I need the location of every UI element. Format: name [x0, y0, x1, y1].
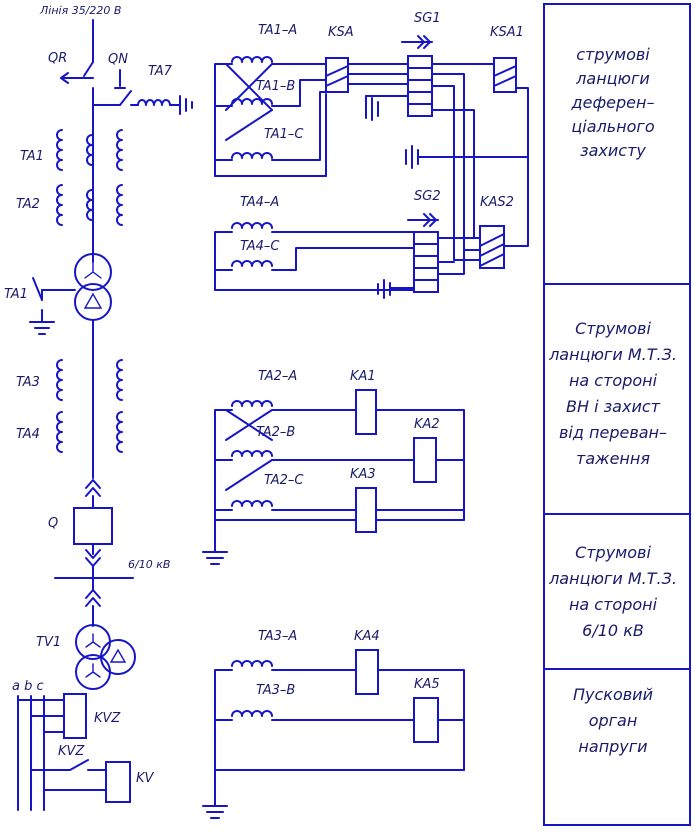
breaker-q [73, 507, 113, 545]
ta7-label: TA7 [148, 64, 173, 79]
kv-relay [105, 761, 131, 803]
ka3-label: KA3 [350, 467, 376, 482]
block4-line1: Пусковий [573, 685, 653, 704]
sg1-terminal-block [407, 55, 433, 117]
block2-line3: на стороні [569, 371, 658, 390]
block4-line3: напруги [578, 737, 647, 756]
block3-line3: на стороні [569, 595, 658, 614]
ta3a-coil [231, 660, 273, 667]
ta2a-label: TA2–A [258, 369, 297, 384]
ta1c-label: TA1–C [264, 127, 304, 142]
line-label: Лінія 35/220 В [39, 4, 121, 17]
ka5-label: KA5 [414, 677, 440, 692]
qr-switch-blade [83, 61, 94, 77]
ta1-neutral-label: TA1 [4, 287, 28, 302]
ka4-relay [355, 649, 379, 695]
ta2a-coil [231, 400, 273, 407]
ta2b-coil [231, 450, 273, 457]
ta4a-label: TA4–A [240, 195, 279, 210]
block2-line1: Струмові [575, 319, 651, 338]
block3-line2: ланцюги М.Т.З. [548, 569, 677, 588]
kvz-relay [63, 693, 87, 739]
bus-label: 6/10 кВ [128, 558, 170, 571]
block3-line4: 6/10 кВ [582, 621, 644, 640]
ta1a-coil [231, 56, 273, 63]
block2-line4: ВН і захист [566, 397, 661, 416]
tv1-label: TV1 [36, 635, 61, 650]
tv1-winding-2 [100, 639, 136, 675]
kvz-label: KVZ [94, 711, 121, 726]
ta1c-coil [231, 152, 273, 159]
ta3-label: TA3 [16, 375, 40, 390]
sg2-terminal-block [413, 231, 439, 293]
mtz-hv-circuits: TA2–A TA2–B TA2–C KA1 KA2 KA3 [202, 369, 465, 565]
ka2-relay [413, 437, 437, 483]
qr-label: QR [48, 51, 67, 66]
block2-line5: від переван– [559, 423, 667, 442]
ka5-relay [413, 697, 439, 743]
ka3-relay [355, 487, 377, 533]
block1-line5: захисту [580, 141, 646, 160]
ta2c-label: TA2–C [264, 473, 304, 488]
kvz-contact-label: KVZ [58, 744, 85, 759]
ta1b-label: TA1–B [256, 79, 295, 94]
ta1-ta2-coils [56, 129, 123, 226]
ta4c-coil [231, 260, 273, 267]
qn-label: QN [108, 52, 128, 67]
ta1a-label: TA1–A [258, 23, 297, 38]
block1-line2: ланцюги [575, 69, 650, 88]
block-frame-4 [543, 668, 691, 826]
ta7-coil [137, 99, 171, 106]
ta3b-coil [231, 710, 273, 717]
sg1-label: SG1 [414, 11, 441, 26]
ka1-relay [355, 389, 377, 435]
ta1b-coil [231, 98, 273, 105]
ta4c-label: TA4–C [240, 239, 280, 254]
tv1-winding-3 [75, 654, 111, 690]
differential-circuits: TA1–A TA1–B TA1–C KSA SG1 [214, 11, 529, 299]
ksa1-label: KSA1 [490, 25, 524, 40]
ka1-label: KA1 [350, 369, 376, 384]
main-one-line: Лінія 35/220 В QR QN TA7 TA1 TA2 [4, 4, 193, 811]
block1-line4: ціального [571, 117, 654, 136]
block2-line2: ланцюги М.Т.З. [548, 345, 677, 364]
ta2c-coil [231, 500, 273, 507]
ta3b-label: TA3–B [256, 683, 295, 698]
title-blocks: струмові ланцюги деферен– ціального захи… [543, 3, 691, 826]
ka2-label: KA2 [414, 417, 440, 432]
block1-line1: струмові [576, 45, 650, 64]
block3-line1: Струмові [575, 543, 651, 562]
kas2-label: KAS2 [480, 195, 514, 210]
block-frame-3 [543, 513, 691, 670]
ta3-ta4-coils [56, 359, 123, 453]
mtz-lv-circuits: TA3–A TA3–B KA4 KA5 [202, 629, 465, 819]
ksa-label: KSA [328, 25, 354, 40]
abc-label: a b c [12, 679, 44, 694]
ta4a-coil [231, 222, 273, 229]
sg2-label: SG2 [414, 189, 441, 204]
block2-line6: таження [576, 449, 650, 468]
ta2-label: TA2 [16, 197, 40, 212]
ta1-label: TA1 [20, 149, 44, 164]
ka4-label: KA4 [354, 629, 380, 644]
block4-line2: орган [589, 711, 638, 730]
kas2-relay [479, 225, 505, 269]
ta4-label: TA4 [16, 427, 40, 442]
kvz-contact [69, 759, 89, 771]
transformer-winding-hv [74, 253, 112, 291]
block1-line3: деферен– [571, 93, 655, 112]
qn-switch-blade [119, 90, 132, 106]
neutral-switch [32, 277, 43, 301]
kv-label: KV [136, 771, 155, 786]
q-label: Q [48, 516, 58, 531]
ta3a-label: TA3–A [258, 629, 297, 644]
